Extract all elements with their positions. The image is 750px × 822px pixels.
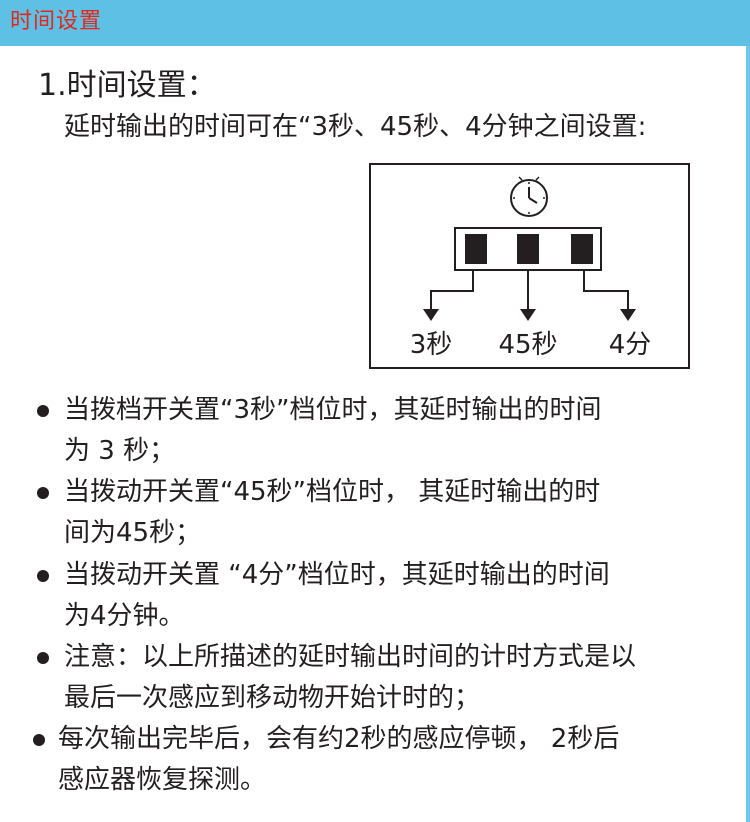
right-border [746, 46, 750, 822]
arrow-right-icon [583, 270, 636, 321]
bullet-dot [37, 405, 49, 417]
section-heading: 1.时间设置： [38, 68, 217, 103]
label-45s: 45秒 [498, 330, 557, 360]
switch-block-4min [571, 234, 593, 264]
bullet-line: 为4分钟。 [64, 601, 185, 631]
bullet-line: 当拨档开关置“3秒”档位时，其延时输出的时间 [64, 395, 602, 425]
intro-text: 延时输出的时间可在“3秒、45秒、4分钟之间设置: [64, 112, 647, 142]
bullet-item-45s: 当拨动开关置“45秒”档位时， 其延时输出的时 间为45秒； [37, 472, 601, 554]
bullet-dot [37, 652, 49, 664]
bullet-dot [33, 734, 45, 746]
switch-diagram: 3秒 45秒 4分 [369, 163, 690, 369]
clock-icon [510, 176, 548, 217]
bullet-line: 当拨动开关置“45秒”档位时， 其延时输出的时 [64, 477, 601, 507]
switch-block-3s [465, 234, 487, 264]
bullet-item-note: 注意：以上所描述的延时输出时间的计时方式是以 最后一次感应到移动物开始计时的； [37, 637, 637, 719]
header-title: 时间设置 [10, 9, 103, 34]
bullet-line: 最后一次感应到移动物开始计时的； [64, 683, 481, 713]
bullet-line: 注意：以上所描述的延时输出时间的计时方式是以 [64, 642, 637, 672]
bullet-line: 当拨动开关置 “4分”档位时，其延时输出的时间 [64, 560, 610, 590]
header-bar: 时间设置 [0, 0, 750, 46]
arrow-left-icon [423, 270, 474, 321]
bullet-item-4min: 当拨动开关置 “4分”档位时，其延时输出的时间 为4分钟。 [37, 555, 610, 637]
bullet-dot [37, 487, 49, 499]
arrow-center-icon [520, 270, 536, 321]
bullet-line: 感应器恢复探测。 [58, 765, 267, 795]
bullet-line: 为 3 秒； [64, 436, 176, 466]
bullet-item-pause: 每次输出完毕后，会有约2秒的感应停顿， 2秒后 感应器恢复探测。 [33, 719, 620, 801]
bullet-line: 每次输出完毕后，会有约2秒的感应停顿， 2秒后 [58, 724, 620, 754]
switch-block-45s [517, 234, 539, 264]
label-3s: 3秒 [410, 330, 453, 360]
label-4min: 4分 [609, 330, 652, 360]
bullet-line: 间为45秒； [64, 518, 202, 548]
bullet-item-3s: 当拨档开关置“3秒”档位时，其延时输出的时间 为 3 秒； [37, 390, 602, 472]
bullet-dot [37, 570, 49, 582]
